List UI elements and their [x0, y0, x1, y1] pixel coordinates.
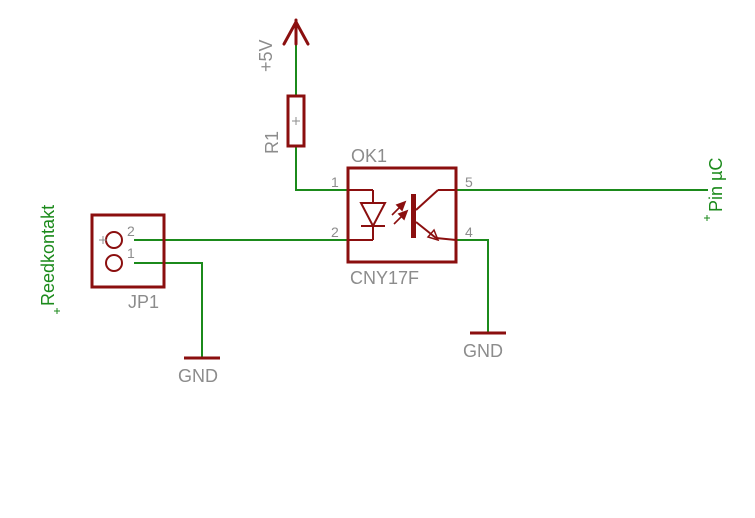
- wires: [134, 42, 708, 358]
- optocoupler-ref: OK1: [351, 146, 387, 166]
- led-icon: [348, 189, 387, 241]
- supply-label: +5V: [256, 39, 276, 72]
- supply-arrow-icon: [282, 18, 310, 46]
- resistor-r1: [286, 94, 306, 148]
- net-label-pin-uc: Pin µC: [706, 158, 726, 212]
- connector-jp1: [90, 213, 166, 289]
- optocoupler-ok1: [346, 166, 458, 264]
- optocoupler-body: [346, 166, 458, 264]
- connector-pin-label-2: 2: [127, 223, 135, 239]
- phototransistor-icon: [411, 189, 457, 242]
- connector-pin-label-1: 1: [127, 245, 135, 261]
- optocoupler-part: CNY17F: [350, 268, 419, 288]
- resistor-body: [286, 94, 306, 148]
- origin-cross-icon: [99, 236, 107, 244]
- connector-ref: JP1: [128, 292, 159, 312]
- ground-right-label: GND: [463, 341, 503, 361]
- resistor-ref: R1: [262, 131, 282, 154]
- pin-label-1: 1: [331, 174, 339, 190]
- pin-label-2: 2: [331, 224, 339, 240]
- light-arrows-icon: [391, 200, 409, 225]
- pin-label-5: 5: [465, 174, 473, 190]
- net-label-reedkontakt: Reedkontakt: [38, 205, 58, 306]
- origin-cross-icon: [292, 117, 300, 125]
- ground-left-label: GND: [178, 366, 218, 386]
- connector-pin-2: [105, 231, 123, 249]
- pin-label-4: 4: [465, 224, 473, 240]
- connector-pin-1: [105, 254, 123, 272]
- connector-body: [90, 213, 166, 289]
- wire-r1-to-pin1: [295, 146, 348, 191]
- net-origin-cross-icon: [704, 215, 710, 221]
- net-origin-cross-icon: [54, 308, 60, 314]
- wire-jp1-to-gnd: [134, 262, 203, 358]
- wire-pin4-to-gnd: [456, 239, 489, 333]
